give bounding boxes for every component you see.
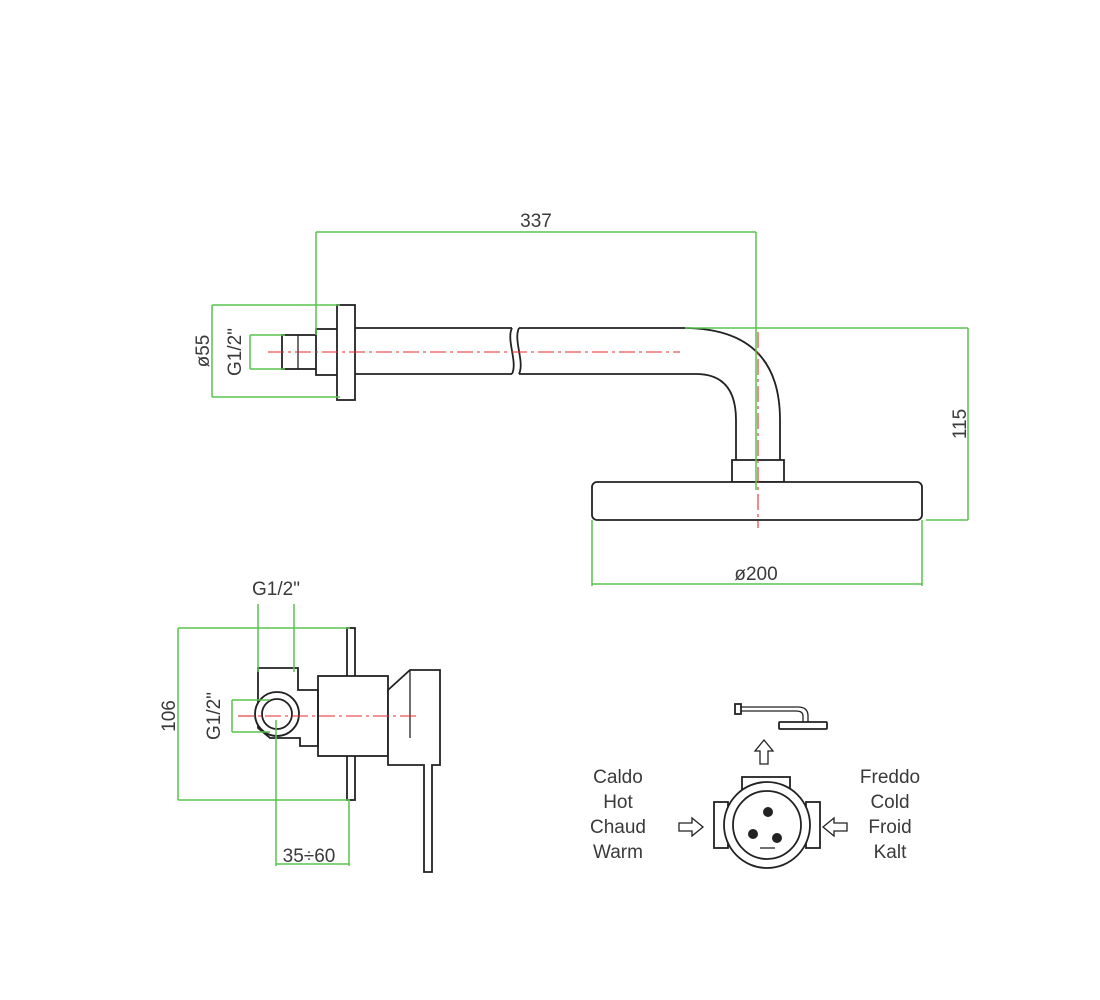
mixer-side-view: G1/2" G1/2" 106 35÷60 [159, 579, 441, 873]
dimension-mixer-depth-label: 35÷60 [283, 846, 336, 867]
dimension-mixer-height [177, 627, 350, 801]
dimension-mixer-height-label: 106 [159, 700, 180, 732]
cold-label-it: Freddo [860, 767, 920, 788]
cold-label-en: Cold [870, 792, 909, 813]
shower-arm-view: 337 115 ø200 ø55 G1/2" [193, 211, 971, 586]
mixer-valve-body [257, 667, 319, 747]
dimension-mixer-top-thread [257, 604, 295, 672]
dimension-flange-diameter-label: ø55 [193, 335, 214, 368]
hot-label-en: Hot [603, 792, 633, 813]
arm-tube-left [355, 327, 512, 375]
flow-diagram: Caldo Hot Chaud Warm Freddo Cold Froid K… [590, 703, 920, 869]
dimension-flange-diameter [211, 304, 340, 398]
dimension-337 [315, 231, 757, 490]
mixer-inlet-port-inner [261, 698, 293, 730]
shower-outlet-icon [734, 703, 828, 730]
cold-label-de: Kalt [874, 842, 907, 863]
arrow-up-icon [753, 738, 775, 765]
arm-break-symbol [509, 327, 522, 375]
hot-label-it: Caldo [593, 767, 643, 788]
shower-head [591, 481, 923, 521]
arm-tube-bend [519, 327, 781, 460]
dimension-mixer-side-thread [231, 699, 270, 733]
valve-port-dot [763, 807, 773, 817]
hot-label-fr: Chaud [590, 817, 646, 838]
cold-label-fr: Froid [868, 817, 911, 838]
dimension-head-diameter [591, 520, 923, 586]
dimension-115-label: 115 [950, 409, 971, 439]
dimension-head-diameter-label: ø200 [734, 564, 777, 585]
mixer-handle [387, 669, 441, 873]
hot-label-de: Warm [593, 842, 643, 863]
arrow-left-icon [821, 816, 848, 838]
valve-port-dot [748, 829, 758, 839]
dimension-mixer-top-thread-label: G1/2" [252, 579, 300, 600]
dimension-115 [685, 327, 969, 521]
dimension-arm-thread-label: G1/2" [225, 328, 246, 376]
arrow-right-icon [678, 816, 705, 838]
valve-block [713, 776, 821, 869]
dimension-arm-thread [249, 334, 285, 370]
dimension-mixer-depth [275, 720, 350, 866]
dimension-337-label: 337 [520, 211, 552, 232]
dimension-mixer-side-thread-label: G1/2" [204, 692, 225, 740]
valve-port-dot [772, 833, 782, 843]
